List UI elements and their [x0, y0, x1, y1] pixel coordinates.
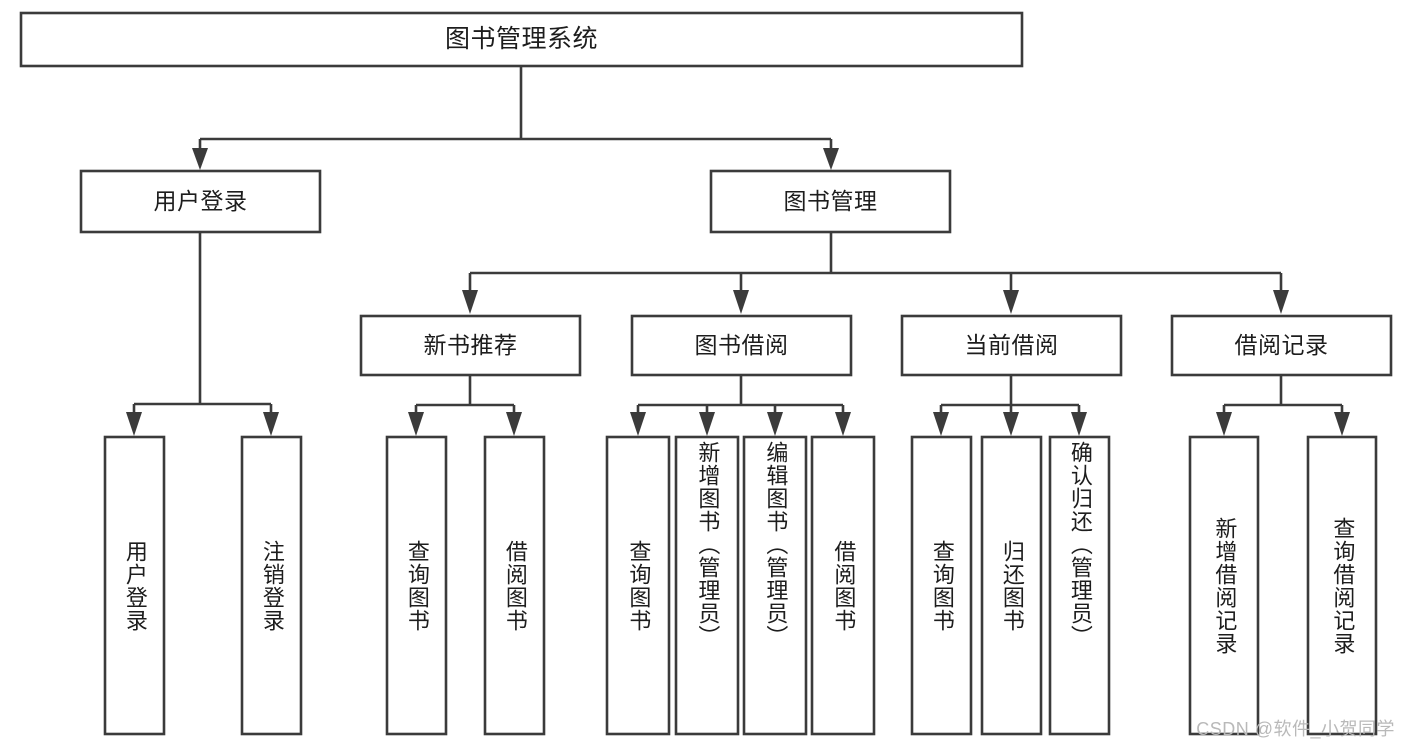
connector-new-book-recommend-to-leaves [408, 375, 522, 436]
connector-book-manage-to-level2 [462, 232, 1289, 314]
node-box-new-book-recommend[interactable] [359, 314, 582, 377]
connector-root-to-level1 [192, 66, 839, 170]
arrow-head-leaf-query-book-2 [630, 412, 646, 436]
node-box-root[interactable] [19, 11, 1024, 68]
node-box-leaf-borrow-book-2[interactable] [810, 435, 876, 736]
node-box-leaf-return-book[interactable] [980, 435, 1043, 736]
arrow-head-leaf-query-book-3 [933, 412, 949, 436]
node-box-borrow-record[interactable] [1170, 314, 1393, 377]
arrow-head-leaf-user-login [126, 412, 142, 436]
node-box-leaf-confirm-return[interactable] [1048, 435, 1111, 736]
node-box-leaf-query-book-3[interactable] [910, 435, 973, 736]
node-box-current-borrow[interactable] [900, 314, 1123, 377]
arrow-head-borrow-record [1273, 290, 1289, 314]
node-box-leaf-borrow-book-1[interactable] [483, 435, 546, 736]
arrow-head-current-borrow [1003, 290, 1019, 314]
node-box-leaf-user-logout[interactable] [240, 435, 303, 736]
node-box-leaf-edit-book[interactable] [742, 435, 808, 736]
node-box-leaf-add-book[interactable] [674, 435, 740, 736]
arrow-head-leaf-borrow-book-2 [835, 412, 851, 436]
connector-current-borrow-to-leaves [933, 375, 1087, 436]
arrow-head-leaf-user-logout [263, 412, 279, 436]
connector-user-login-to-leaves [126, 232, 279, 436]
connector-borrow-record-to-leaves [1216, 375, 1350, 436]
arrow-head-leaf-add-record [1216, 412, 1232, 436]
node-box-leaf-query-record[interactable] [1306, 435, 1378, 736]
node-box-book-manage[interactable] [709, 169, 952, 234]
arrow-head-leaf-borrow-book-1 [506, 412, 522, 436]
arrow-head-leaf-query-record [1334, 412, 1350, 436]
arrow-head-leaf-confirm-return [1071, 412, 1087, 436]
arrow-head-user-login [192, 148, 208, 170]
arrow-head-new-book-recommend [462, 290, 478, 314]
node-box-book-borrow[interactable] [630, 314, 853, 377]
arrow-head-leaf-edit-book [767, 412, 783, 436]
node-box-leaf-add-record[interactable] [1188, 435, 1260, 736]
arrow-head-leaf-add-book [699, 412, 715, 436]
arrow-head-leaf-return-book [1003, 412, 1019, 436]
node-box-user-login[interactable] [79, 169, 322, 234]
node-box-leaf-user-login[interactable] [103, 435, 166, 736]
node-box-leaf-query-book-1[interactable] [385, 435, 448, 736]
arrow-head-leaf-query-book-1 [408, 412, 424, 436]
arrow-head-book-borrow [733, 290, 749, 314]
connector-book-borrow-to-leaves [630, 375, 851, 436]
node-box-leaf-query-book-2[interactable] [605, 435, 671, 736]
arrow-head-book-manage [823, 148, 839, 170]
